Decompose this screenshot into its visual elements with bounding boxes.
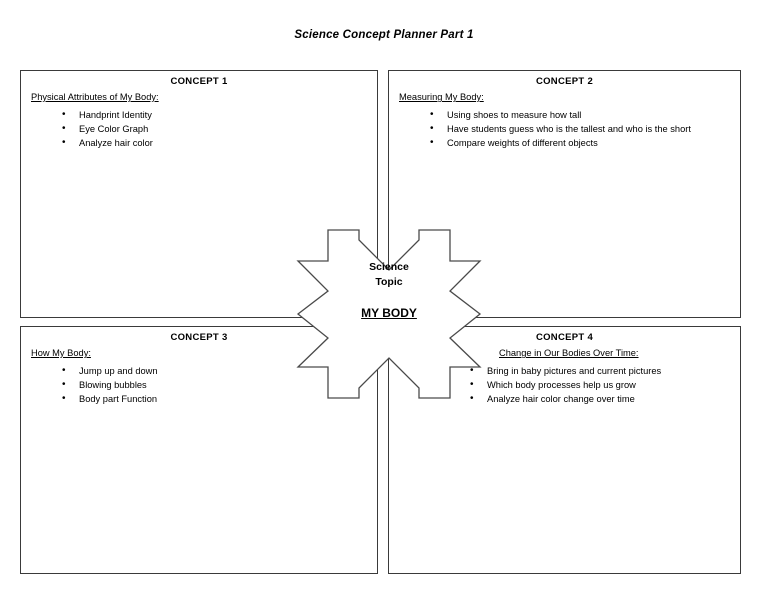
- concept-2-subheading: Measuring My Body:: [399, 92, 484, 102]
- center-topic-value: MY BODY: [361, 306, 417, 320]
- concept-box-1[interactable]: CONCEPT 1 Physical Attributes of My Body…: [20, 70, 378, 318]
- center-label-line1: Science: [369, 261, 409, 273]
- concept-4-bullet-list: Bring in baby pictures and current pictu…: [389, 363, 740, 407]
- list-item: Analyze hair color: [21, 136, 377, 150]
- concept-4-subheading: Change in Our Bodies Over Time:: [499, 348, 639, 358]
- list-item: Bring in baby pictures and current pictu…: [389, 363, 740, 378]
- concept-1-heading: CONCEPT 1: [170, 76, 228, 87]
- list-item: Have students guess who is the tallest a…: [389, 122, 740, 136]
- concept-4-heading: CONCEPT 4: [535, 332, 594, 343]
- list-item: Blowing bubbles: [21, 378, 377, 392]
- center-science-topic-label: Science Topic: [290, 260, 488, 290]
- list-item: Using shoes to measure how tall: [389, 107, 740, 122]
- list-item: Jump up and down: [21, 363, 377, 378]
- concept-2-heading: CONCEPT 2: [535, 76, 594, 87]
- concept-box-4[interactable]: CONCEPT 4 Change in Our Bodies Over Time…: [388, 326, 741, 574]
- list-item: Body part Function: [21, 392, 377, 406]
- center-label-line2: Topic: [375, 276, 403, 288]
- page-title: Science Concept Planner Part 1: [294, 29, 474, 41]
- concept-3-bullet-list: Jump up and down Blowing bubbles Body pa…: [21, 363, 377, 407]
- concept-3-subheading: How My Body:: [31, 348, 91, 358]
- list-item: Handprint Identity: [21, 107, 377, 122]
- list-item: Analyze hair color change over time: [389, 392, 740, 406]
- list-item: Compare weights of different objects: [389, 136, 740, 150]
- concept-1-bullet-list: Handprint Identity Eye Color Graph Analy…: [21, 107, 377, 151]
- concept-box-3[interactable]: CONCEPT 3 How My Body: Jump up and down …: [20, 326, 378, 574]
- concept-1-subheading: Physical Attributes of My Body:: [31, 92, 159, 102]
- concept-3-heading: CONCEPT 3: [170, 332, 228, 343]
- four-point-arrow-star-icon: [290, 228, 488, 400]
- concept-box-2[interactable]: CONCEPT 2 Measuring My Body: Using shoes…: [388, 70, 741, 318]
- list-item: Eye Color Graph: [21, 122, 377, 136]
- concept-2-bullet-list: Using shoes to measure how tall Have stu…: [389, 107, 740, 151]
- list-item: Which body processes help us grow: [389, 378, 740, 392]
